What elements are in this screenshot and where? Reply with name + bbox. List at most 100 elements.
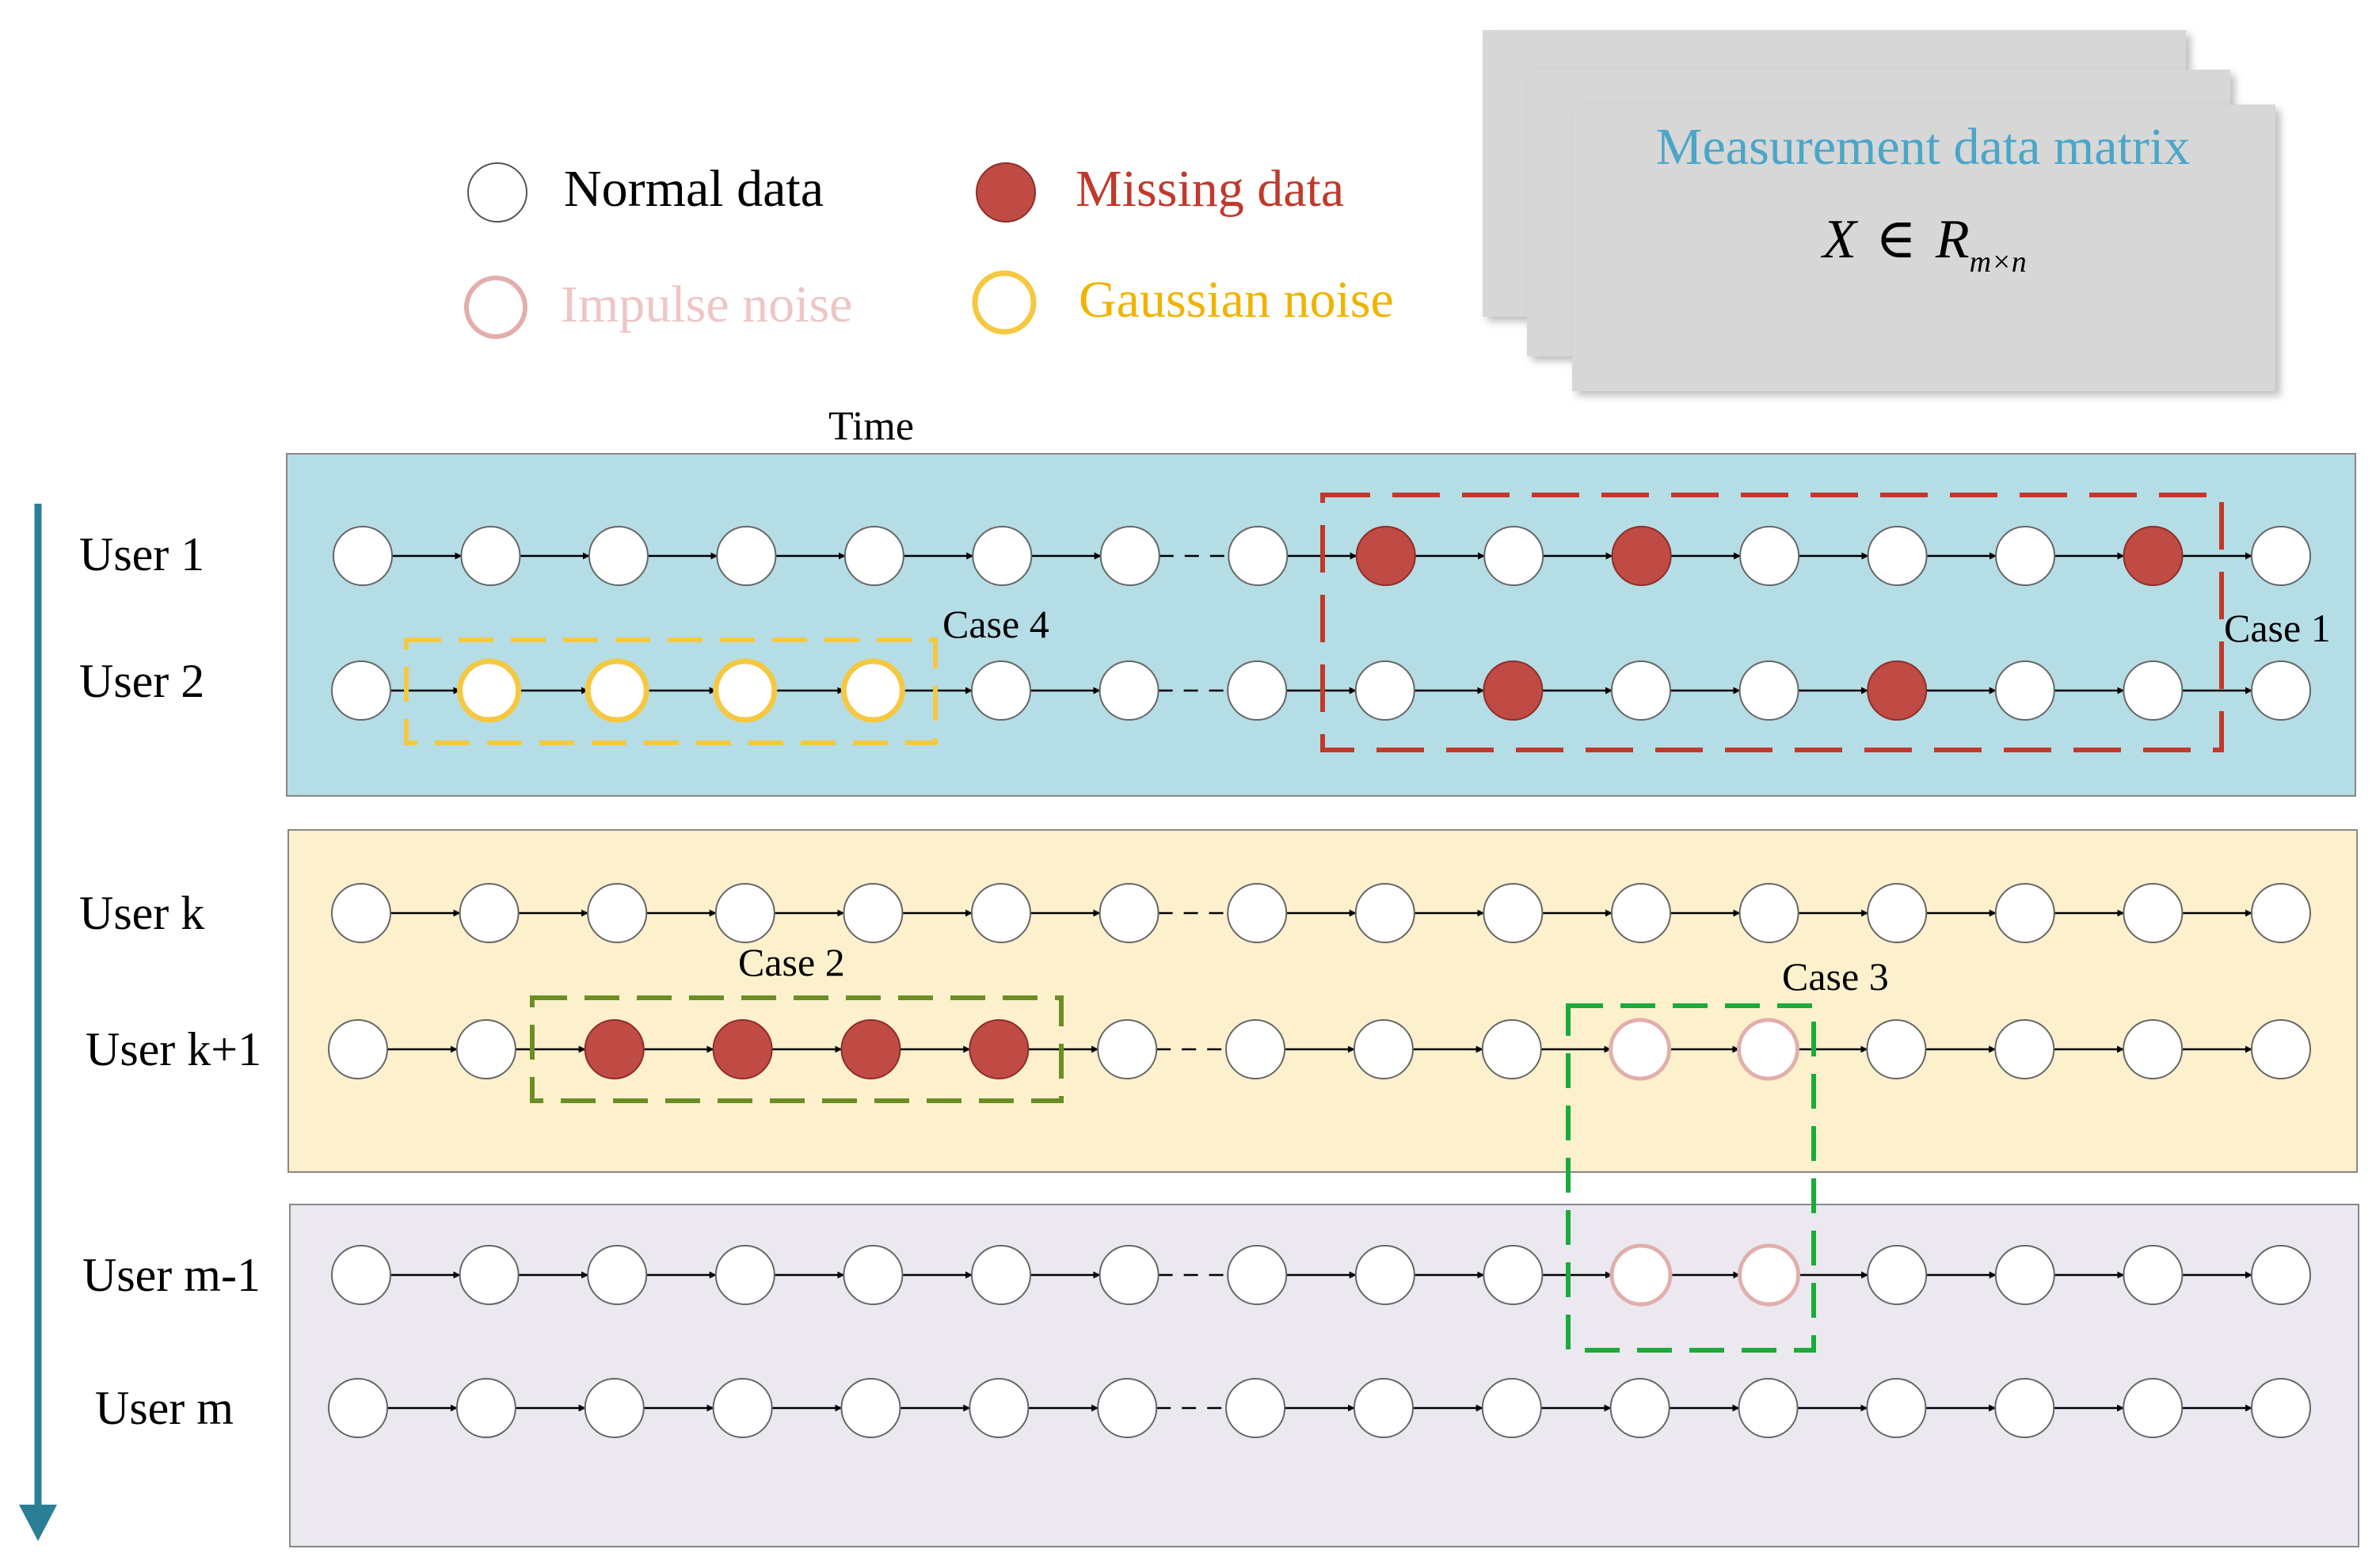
normal-data-node [460, 526, 521, 586]
missing-data-node [1483, 660, 1544, 721]
normal-data-node [2123, 1378, 2184, 1438]
normal-data-node [1611, 883, 1671, 943]
normal-data-node [1483, 883, 1544, 943]
legend-normal-label: Normal data [564, 160, 824, 218]
normal-data-node [455, 1019, 516, 1079]
case3-label: Case 3 [1782, 954, 1889, 999]
case2-label: Case 2 [738, 940, 845, 984]
normal-data-node [584, 1378, 645, 1438]
normal-data-node [1994, 660, 2055, 721]
case4-label: Case 4 [942, 602, 1049, 646]
normal-data-node [1354, 660, 1415, 721]
normal-data-node [972, 526, 1033, 586]
matrix-card-front [1572, 105, 2275, 391]
normal-data-node [1483, 1245, 1544, 1305]
normal-data-node [971, 1245, 1031, 1305]
missing-data-node [840, 1019, 901, 1079]
normal-data-node [2251, 1019, 2311, 1079]
normal-data-node [716, 526, 777, 586]
panel-middle [287, 829, 2358, 1173]
legend-impulse-icon [464, 276, 527, 339]
normal-data-node [1738, 660, 1799, 721]
normal-data-node [971, 660, 1031, 721]
normal-data-node [1481, 1378, 1542, 1438]
normal-data-node [1994, 1245, 2055, 1305]
normal-data-node [1099, 883, 1159, 943]
time-label: Time [828, 404, 914, 449]
matrix-card-stack: Measurement data matrix X∈Rm×n [1483, 30, 2275, 391]
normal-data-node [1738, 883, 1799, 943]
missing-data-node [1355, 526, 1416, 586]
normal-data-node [587, 883, 648, 943]
normal-data-node [2123, 1019, 2184, 1079]
normal-data-node [1867, 1245, 1928, 1305]
normal-data-node [1483, 526, 1544, 586]
normal-data-node [843, 1245, 904, 1305]
missing-data-node [2123, 526, 2184, 586]
normal-data-node [969, 1378, 1030, 1438]
user-label-2: User 2 [79, 655, 204, 707]
normal-data-node [1994, 883, 2055, 943]
normal-data-node [333, 526, 393, 586]
normal-data-node [459, 883, 520, 943]
normal-data-node [588, 526, 649, 586]
normal-data-node [1994, 1019, 2055, 1079]
normal-data-node [1481, 1019, 1542, 1079]
normal-data-node [1354, 1245, 1415, 1305]
normal-data-node [2251, 526, 2311, 586]
user-label-k-plus-1: User k+1 [86, 1023, 261, 1075]
missing-data-node [1867, 660, 1928, 721]
normal-data-node [331, 1245, 391, 1305]
normal-data-node [1354, 883, 1415, 943]
case1-label: Case 1 [2224, 606, 2331, 650]
missing-data-node [712, 1019, 773, 1079]
normal-data-node [2251, 883, 2311, 943]
normal-data-node [2251, 660, 2311, 721]
user-axis-arrowhead [19, 1505, 57, 1541]
impulse-data-node [1737, 1018, 1800, 1081]
impulse-data-node [1609, 1243, 1673, 1307]
normal-data-node [843, 883, 904, 943]
normal-data-node [1099, 660, 1159, 721]
case1-box [1320, 493, 2224, 752]
normal-data-node [328, 1378, 388, 1438]
normal-data-node [1867, 883, 1928, 943]
matrix-card-title: Measurement data matrix [1656, 118, 2190, 176]
data-rows [328, 526, 2311, 1438]
legend-gaussian-icon [972, 270, 1037, 335]
user-label-m-minus-1: User m-1 [82, 1249, 261, 1301]
user-label-m: User m [95, 1382, 234, 1434]
missing-data-node [969, 1019, 1030, 1079]
legend-impulse-label: Impulse noise [561, 276, 852, 333]
normal-data-node [1994, 1378, 2055, 1438]
normal-data-node [331, 883, 391, 943]
normal-data-node [455, 1378, 516, 1438]
normal-data-node [2251, 1245, 2311, 1305]
normal-data-node [459, 1245, 520, 1305]
normal-data-node [1227, 1245, 1288, 1305]
normal-data-node [971, 883, 1031, 943]
normal-data-node [1099, 526, 1160, 586]
normal-data-node [1867, 526, 1928, 586]
normal-data-node [712, 1378, 773, 1438]
normal-data-node [1227, 660, 1288, 721]
case4-box [404, 637, 938, 745]
normal-data-node [2123, 883, 2184, 943]
normal-data-node [714, 1245, 775, 1305]
gaussian-data-node [584, 658, 649, 723]
legend-missing-icon [976, 162, 1036, 223]
missing-data-node [584, 1019, 645, 1079]
normal-data-node [1866, 1378, 1927, 1438]
normal-data-node [843, 526, 904, 586]
gaussian-data-node [713, 658, 778, 723]
normal-data-node [1739, 526, 1800, 586]
impulse-data-node [1738, 1243, 1801, 1307]
normal-data-node [714, 883, 775, 943]
legend-missing-label: Missing data [1076, 160, 1344, 218]
normal-data-node [2251, 1378, 2311, 1438]
normal-data-node [1228, 526, 1289, 586]
normal-data-node [1609, 1378, 1670, 1438]
normal-data-node [1738, 1378, 1799, 1438]
case2-box [530, 995, 1064, 1103]
normal-data-node [840, 1378, 901, 1438]
